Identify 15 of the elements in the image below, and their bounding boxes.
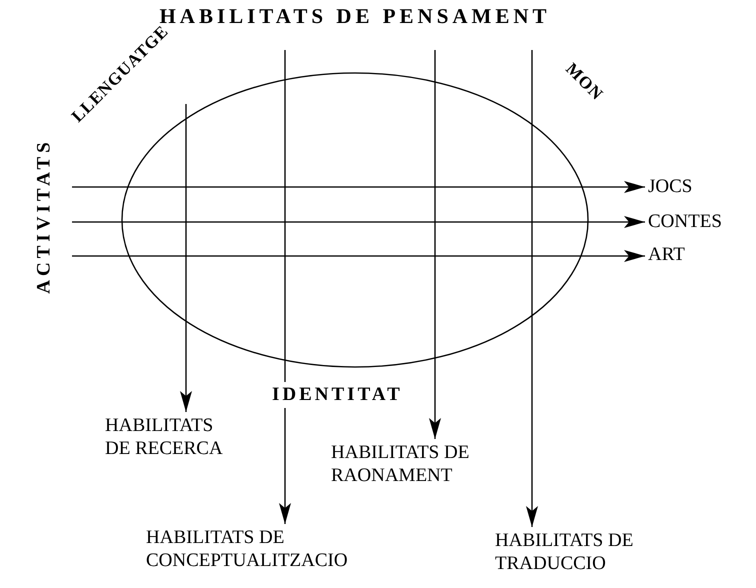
arrow [72,216,645,228]
arrow [72,181,645,193]
arrow [429,50,441,439]
arrow [526,50,538,527]
axis-label: ACTIVITATS [34,138,56,294]
node-text: HABILITATS DE RAONAMENT [331,441,521,487]
node-text: CONTES [648,210,722,233]
node-text: ART [648,243,685,266]
node-text: HABILITATS DE RECERCA [105,414,233,460]
node-text: HABILITATS DE TRADUCCIO [495,529,685,575]
node-text: JOCS [648,175,692,198]
node-text: HABILITATS DE CONCEPTUALITZACIO [146,526,426,572]
arrow [180,104,192,412]
arrow [72,250,645,262]
arrow [279,50,291,524]
